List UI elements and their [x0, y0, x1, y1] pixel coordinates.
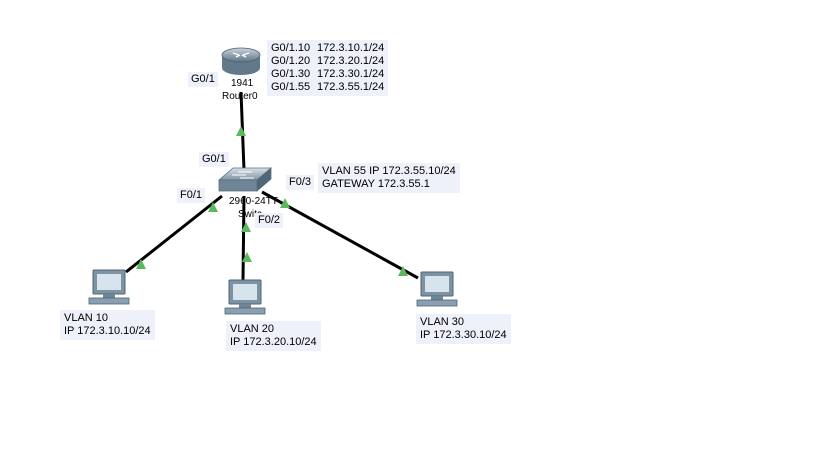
link-up-marker — [280, 198, 290, 208]
switch-mgmt-ip: VLAN 55 IP 172.3.55.10/24 — [322, 165, 456, 177]
pc-icon[interactable] — [224, 279, 266, 315]
link-up-marker — [241, 222, 251, 232]
pc-vlan: VLAN 30 — [420, 316, 465, 328]
subinterface-name: G0/1.30 — [271, 68, 311, 80]
subinterface-name: G0/1.55 — [271, 81, 311, 93]
link-up-marker — [242, 252, 252, 262]
subinterface-row: G0/1.30 172.3.30.1/24 — [271, 68, 384, 81]
subinterface-row: G0/1.20 172.3.20.1/24 — [271, 55, 384, 68]
switch-name-label: Switc — [238, 209, 262, 220]
subinterface-ip: 172.3.30.1/24 — [317, 68, 385, 80]
subinterface-row: G0/1.10 172.3.10.1/24 — [271, 42, 384, 55]
pc-icon[interactable] — [416, 271, 458, 307]
link-switch-pc2[interactable] — [241, 195, 246, 281]
link-up-marker — [208, 202, 218, 212]
switch-model-label: 2960-24TT — [229, 196, 278, 207]
router-subinterface-table: G0/1.10 172.3.10.1/24 G0/1.20 172.3.20.1… — [267, 40, 389, 96]
router-icon[interactable] — [221, 47, 261, 75]
subinterface-name: G0/1.20 — [271, 55, 311, 67]
switch-port-f03-label: F0/3 — [286, 175, 315, 190]
switch-mgmt-label: VLAN 55 IP 172.3.55.10/24 GATEWAY 172.3.… — [318, 163, 460, 193]
switch-port-f02-label: F0/2 — [255, 213, 284, 228]
pc-ip: IP 172.3.10.10/24 — [64, 325, 151, 337]
switch-port-f01-label: F0/1 — [177, 188, 206, 203]
switch-uplink-port-label: G0/1 — [199, 152, 229, 167]
subinterface-name: G0/1.10 — [271, 42, 311, 54]
pc-label-vlan20: VLAN 20 IP 172.3.20.10/24 — [226, 321, 321, 351]
link-up-marker — [236, 126, 246, 136]
pc-icon[interactable] — [88, 269, 130, 305]
pc-vlan: VLAN 10 — [64, 312, 109, 324]
router-model-label: 1941 — [231, 78, 254, 89]
subinterface-row: G0/1.55 172.3.55.1/24 — [271, 81, 384, 94]
pc-vlan: VLAN 20 — [230, 323, 275, 335]
link-up-marker — [136, 259, 146, 269]
switch-icon[interactable] — [217, 167, 273, 192]
subinterface-ip: 172.3.55.1/24 — [317, 81, 385, 93]
pc-ip: IP 172.3.20.10/24 — [230, 336, 317, 348]
pc-label-vlan30: VLAN 30 IP 172.3.30.10/24 — [416, 314, 511, 344]
pc-label-vlan10: VLAN 10 IP 172.3.10.10/24 — [60, 310, 155, 340]
subinterface-ip: 172.3.20.1/24 — [317, 55, 385, 67]
pc-ip: IP 172.3.30.10/24 — [420, 329, 507, 341]
switch-mgmt-gateway: GATEWAY 172.3.55.1 — [322, 178, 430, 190]
subinterface-ip: 172.3.10.1/24 — [317, 42, 385, 54]
link-switch-pc1[interactable] — [125, 194, 223, 274]
link-up-marker — [398, 266, 408, 276]
router-name-label: Router0 — [222, 91, 258, 102]
router-port-label: G0/1 — [188, 72, 218, 87]
